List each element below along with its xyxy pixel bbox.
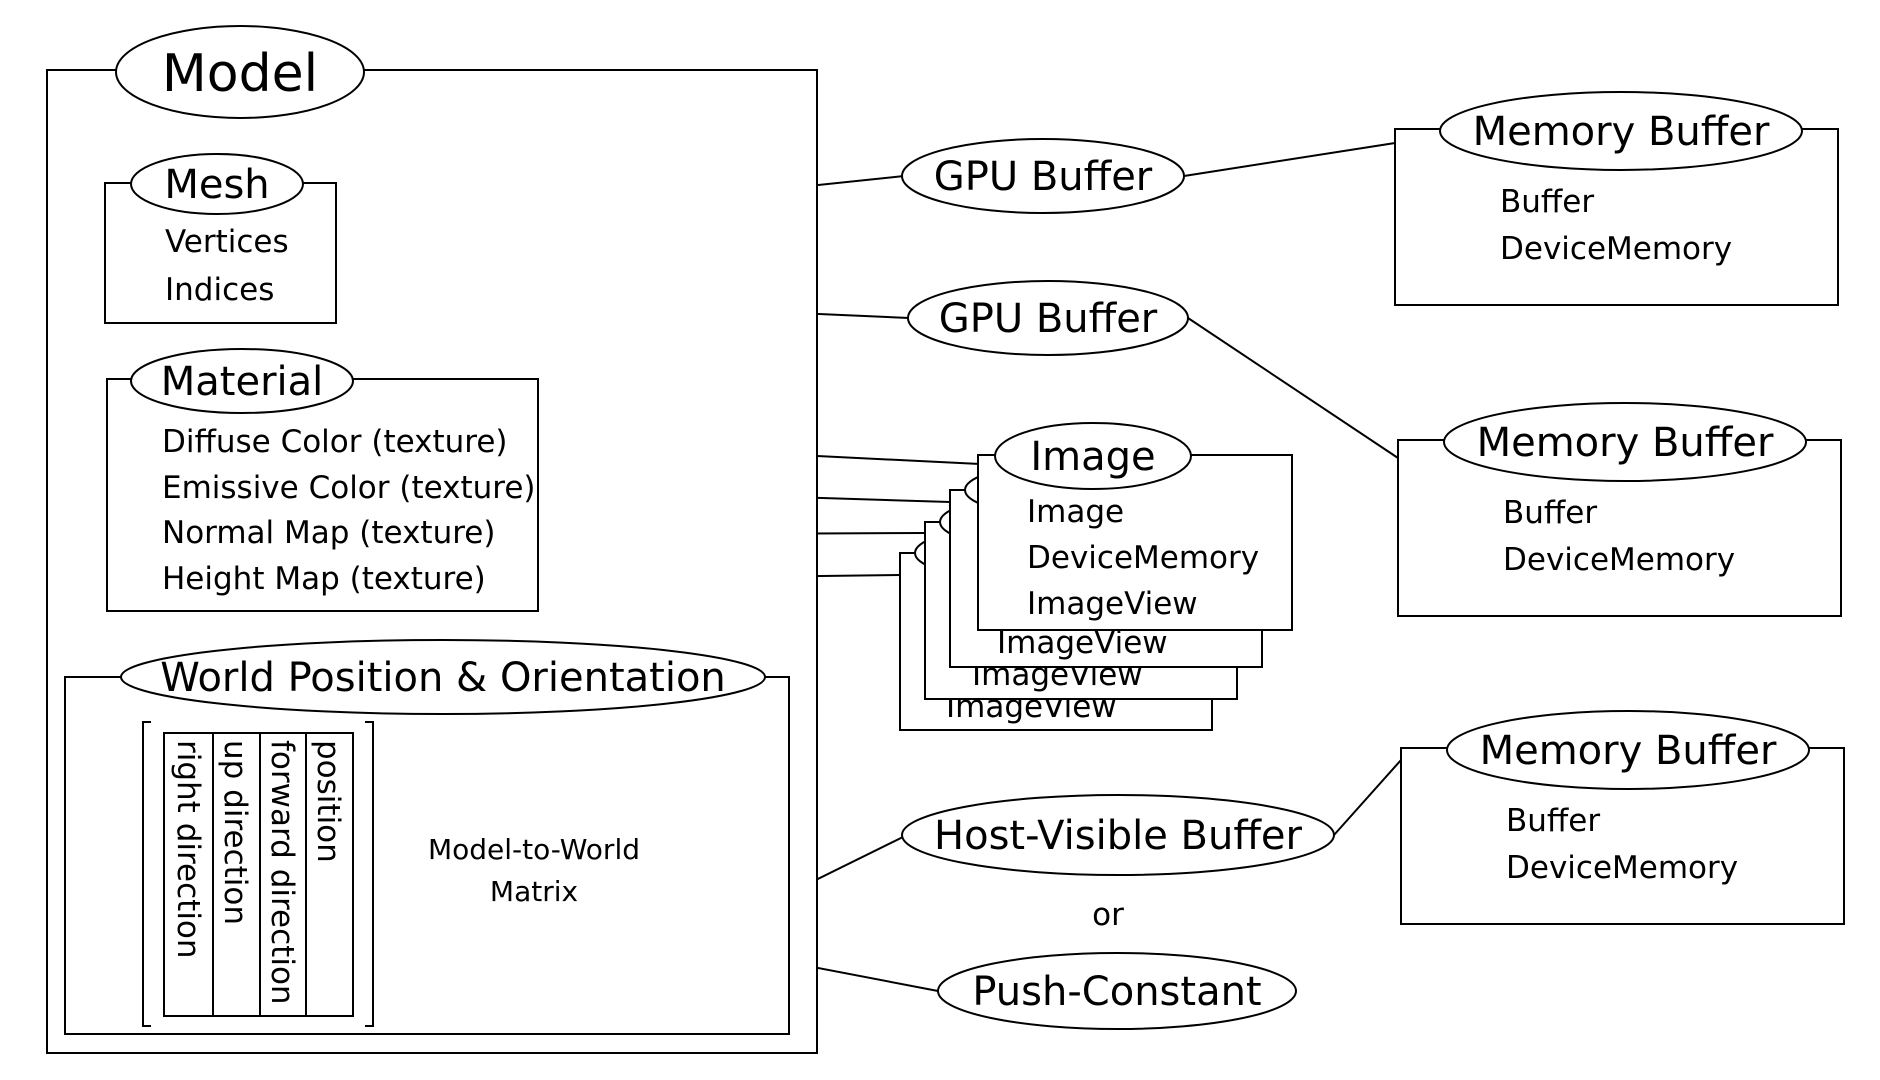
or-label: or	[1092, 897, 1124, 933]
mesh-title: Mesh	[164, 162, 269, 208]
memory-buffer-2-item-devicememory: DeviceMemory	[1503, 542, 1735, 578]
image-item-image: Image	[1027, 494, 1124, 530]
mesh-title-ellipse	[130, 153, 304, 215]
memory-buffer-2-title: Memory Buffer	[1477, 420, 1774, 466]
gpu-buffer-1: GPU Buffer	[901, 138, 1185, 214]
matrix-col-position: position	[310, 740, 346, 863]
mesh-item-indices: Indices	[165, 272, 274, 308]
material-item-emissive: Emissive Color (texture)	[162, 470, 536, 506]
memory-buffer-1-item-devicememory: DeviceMemory	[1500, 231, 1732, 267]
memory-buffer-2-item-buffer: Buffer	[1503, 495, 1597, 531]
matrix-label-line1: Model-to-World	[428, 833, 640, 866]
material-title: Material	[161, 359, 324, 405]
push-constant-label: Push-Constant	[972, 969, 1261, 1015]
push-constant: Push-Constant	[937, 952, 1297, 1030]
matrix-col-forward: forward direction	[264, 740, 300, 1005]
gpu-buffer-2-label: GPU Buffer	[939, 296, 1158, 342]
world-title: World Position & Orientation	[160, 655, 726, 701]
material-item-height: Height Map (texture)	[162, 561, 486, 597]
gpu-buffer-1-label: GPU Buffer	[934, 154, 1153, 200]
gpu-buffer-2: GPU Buffer	[907, 280, 1189, 356]
image-title: Image	[1030, 434, 1155, 480]
material-item-normal: Normal Map (texture)	[162, 515, 495, 551]
host-visible-buffer-label: Host-Visible Buffer	[934, 813, 1303, 859]
world-title-ellipse	[120, 639, 766, 715]
gpu-buffer-2-to-memory-buffer-2	[1187, 317, 1399, 459]
matrix-col-up: up direction	[217, 740, 253, 925]
model-group: Model Mesh Vertices Indices Material Dif…	[46, 25, 818, 1054]
model-title-ellipse	[115, 25, 365, 119]
host-visible-buffer: Host-Visible Buffer	[901, 794, 1335, 876]
image-stack: ImageView ImageView ImageView Image Imag…	[899, 422, 1293, 731]
host-visible-to-memory-buffer-3	[1333, 759, 1402, 836]
gpu-buffer-1-to-memory-buffer-1	[1183, 142, 1396, 177]
memory-buffer-1-title: Memory Buffer	[1473, 109, 1770, 155]
material-item-diffuse: Diffuse Color (texture)	[162, 424, 508, 460]
memory-buffer-3-title: Memory Buffer	[1480, 728, 1777, 774]
memory-buffer-1: Memory Buffer Buffer DeviceMemory	[1394, 91, 1839, 306]
matrix-right-bracket	[365, 721, 374, 1027]
material-box	[106, 378, 539, 612]
matrix-box	[163, 732, 354, 1017]
matrix-col-right: right direction	[170, 740, 206, 959]
model-title: Model	[162, 44, 318, 104]
memory-buffer-1-item-buffer: Buffer	[1500, 184, 1594, 220]
image-item-imageview: ImageView	[1027, 586, 1198, 622]
memory-buffer-3-item-buffer: Buffer	[1506, 803, 1600, 839]
memory-buffer-3: Memory Buffer Buffer DeviceMemory	[1400, 710, 1845, 925]
mesh-item-vertices: Vertices	[165, 224, 289, 260]
matrix-left-bracket	[142, 721, 151, 1027]
memory-buffer-3-item-devicememory: DeviceMemory	[1506, 850, 1738, 886]
image-item-devicememory: DeviceMemory	[1027, 540, 1259, 576]
material-title-ellipse	[130, 348, 354, 414]
matrix-label-line2: Matrix	[490, 875, 578, 908]
memory-buffer-2: Memory Buffer Buffer DeviceMemory	[1397, 402, 1842, 617]
